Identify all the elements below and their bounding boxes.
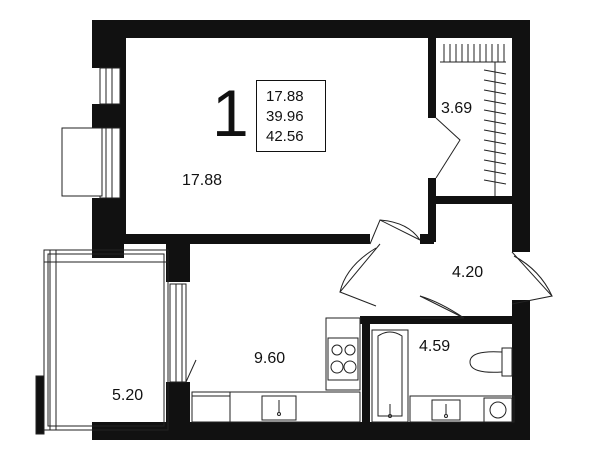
hall-area: 4.20 [452,264,484,281]
apartment-number: 1 [212,76,249,150]
closet [435,44,507,196]
living-room-door [369,219,421,245]
closet-area: 3.69 [441,100,473,117]
summary-total-area: 39.96 [266,108,304,125]
interior-walls [120,38,530,426]
living-room-area: 17.88 [182,172,223,189]
bathroom-fixtures [371,329,515,423]
summary-total-with-balcony: 42.56 [266,128,304,145]
outer-walls [92,20,530,440]
bathroom-area: 4.59 [419,338,451,355]
area-summary-box: 17.88 39.96 42.56 [256,80,326,152]
left-windows [61,67,121,199]
kitchen-area: 9.60 [254,350,286,367]
hall-doors [339,243,553,319]
closet-hatching [443,44,507,185]
balcony-area: 5.20 [112,387,144,404]
summary-living-area: 17.88 [266,88,304,105]
kitchen-fixtures [191,317,361,423]
balcony [35,249,197,435]
